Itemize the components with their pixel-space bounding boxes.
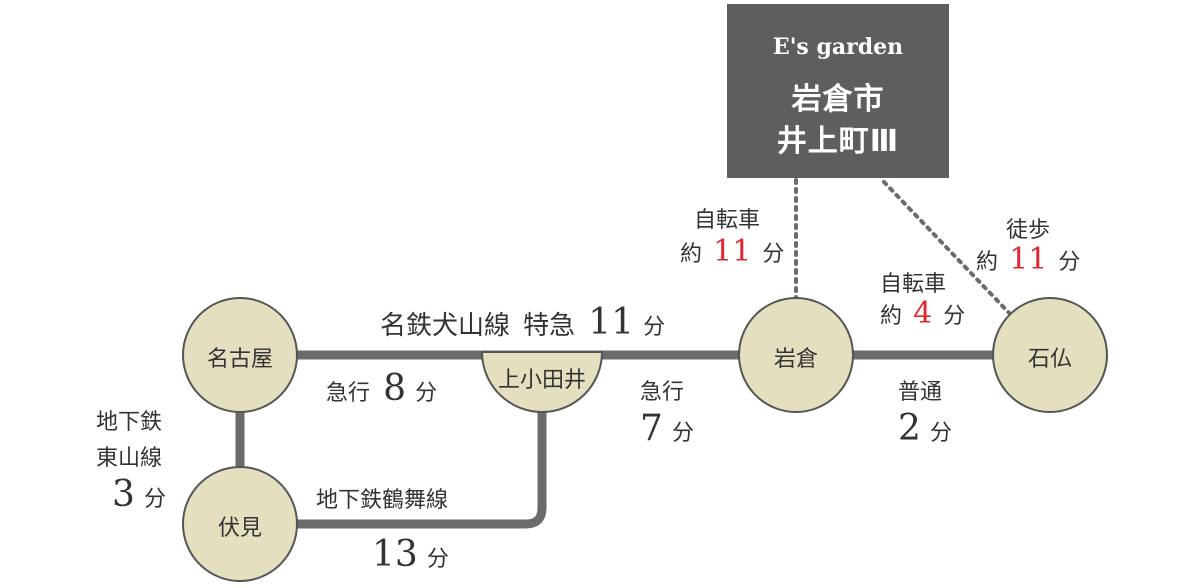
station-fushimi <box>182 466 298 582</box>
kamiotai-iwakura-type: 急行 <box>640 380 685 405</box>
station-label-kamiotai: 上小田井 <box>497 368 586 393</box>
nagoya-kamiotai-unit: 分 <box>415 381 438 406</box>
higashiyama-line2: 東山線 <box>96 446 163 471</box>
walk-ishibotoke-time: 11 <box>1009 242 1048 277</box>
meitetsu-route-label: 名鉄犬山線 特急 11 分 <box>380 302 665 343</box>
station-label-iwakura: 岩倉 <box>773 347 818 372</box>
kamiotai-iwakura-time-label: 7 分 <box>640 408 694 449</box>
station-label-nagoya: 名古屋 <box>206 347 273 372</box>
higashiyama-time-label: 3 分 <box>112 474 166 515</box>
higashiyama-unit: 分 <box>144 487 167 512</box>
destination-box: E's garden 岩倉市 井上町Ⅲ <box>727 4 949 178</box>
meitetsu-time: 11 <box>588 302 635 343</box>
station-label-ishibotoke: 石仏 <box>1027 347 1072 372</box>
bike-iwakura-time: 11 <box>713 234 752 269</box>
tsurumai-line <box>240 380 547 529</box>
nagoya-kamiotai-type: 急行 <box>326 381 371 406</box>
tsurumai-line-name: 地下鉄鶴舞線 <box>316 488 449 513</box>
bike-ishibotoke-prefix: 約 <box>880 304 903 329</box>
station-ishibotoke <box>992 297 1108 413</box>
tsurumai-time-label: 13 分 <box>372 534 449 575</box>
higashiyama-line1: 地下鉄 <box>96 410 163 435</box>
station-label-fushimi: 伏見 <box>217 516 262 541</box>
walk-ishibotoke-time-label: 約 11 分 <box>976 242 1080 277</box>
iwakura-ishibotoke-type: 普通 <box>898 380 943 405</box>
station-iwakura <box>738 297 854 413</box>
nagoya-kamiotai-time: 8 <box>383 368 407 409</box>
higashiyama-time: 3 <box>112 474 135 515</box>
nagoya-kamiotai-label: 急行 8 分 <box>326 368 437 409</box>
destination-area: 岩倉市 <box>791 82 885 117</box>
iwakura-ishibotoke-unit: 分 <box>930 421 953 446</box>
destination-address: 井上町Ⅲ <box>776 124 900 159</box>
walk-ishibotoke-unit: 分 <box>1058 250 1081 275</box>
iwakura-ishibotoke-time: 2 <box>898 408 921 449</box>
bike-iwakura-unit: 分 <box>762 242 785 267</box>
station-nagoya <box>182 297 298 413</box>
destination-brand: E's garden <box>772 34 904 60</box>
tsurumai-unit: 分 <box>426 547 449 572</box>
station-kamiotai <box>480 351 604 413</box>
bike-ishibotoke-time-label: 約 4 分 <box>880 296 965 331</box>
kamiotai-iwakura-time: 7 <box>640 408 663 449</box>
meitetsu-line-name: 名鉄犬山線 <box>380 311 511 341</box>
bike-ishibotoke-unit: 分 <box>943 304 966 329</box>
kamiotai-iwakura-unit: 分 <box>672 421 695 446</box>
meitetsu-unit: 分 <box>643 315 666 340</box>
bike-ishibotoke-mode: 自転車 <box>880 272 947 297</box>
bike-ishibotoke-time: 4 <box>913 296 933 331</box>
iwakura-ishibotoke-time-label: 2 分 <box>898 408 952 449</box>
tsurumai-time: 13 <box>372 534 418 575</box>
bike-iwakura-prefix: 約 <box>680 242 703 267</box>
walk-access-line <box>882 180 1014 318</box>
bike-iwakura-mode: 自転車 <box>694 208 761 233</box>
meitetsu-service-type: 特急 <box>523 311 576 341</box>
walk-ishibotoke-prefix: 約 <box>976 250 999 275</box>
walk-ishibotoke-mode: 徒歩 <box>1006 218 1051 243</box>
bike-iwakura-time-label: 約 11 分 <box>680 234 784 269</box>
